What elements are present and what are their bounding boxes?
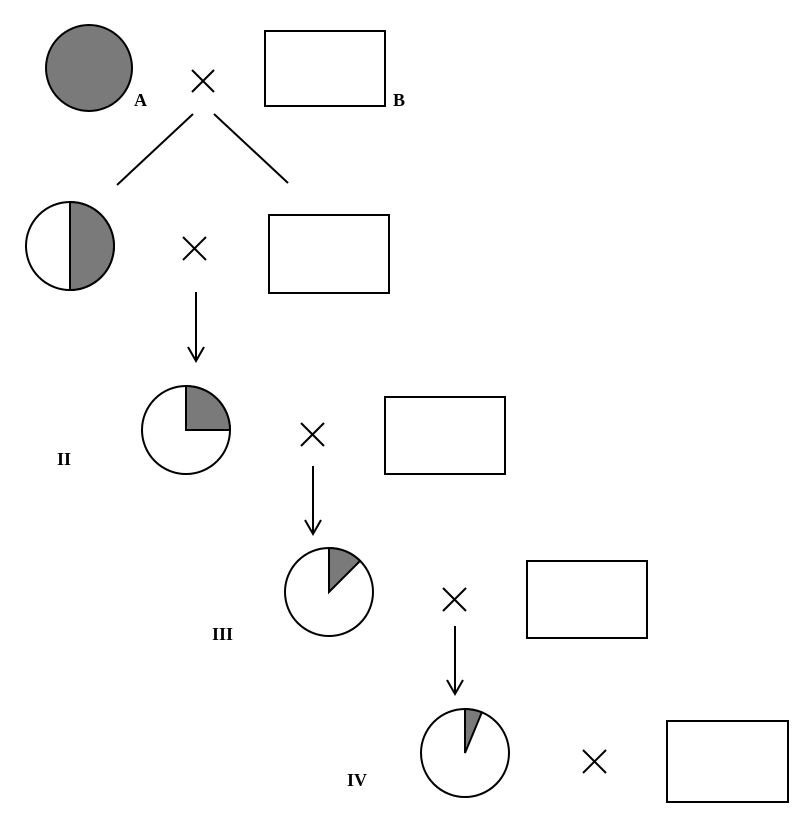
arrow-gen2-to-gen3 xyxy=(304,466,322,537)
arrow-gen1-to-gen2 xyxy=(187,292,205,364)
parent-b-box xyxy=(264,30,386,107)
cross-icon-gen3 xyxy=(442,587,467,612)
gen4-partner-box xyxy=(666,720,789,803)
label-b: B xyxy=(393,90,405,110)
label-a: A xyxy=(134,90,147,110)
gen2-circle xyxy=(141,384,232,475)
label-gen2: II xyxy=(57,449,71,469)
label-gen3: III xyxy=(212,624,233,644)
gen2-partner-box xyxy=(384,396,506,475)
gen1-partner-box xyxy=(268,214,390,294)
cross-icon-gen2 xyxy=(300,422,325,447)
gen3-circle xyxy=(284,546,374,637)
branch-line-right xyxy=(213,113,289,184)
gen1-circle xyxy=(25,200,115,292)
branch-line-left xyxy=(116,113,194,186)
cross-icon-parents xyxy=(191,69,215,93)
parent-a-circle xyxy=(45,24,133,112)
label-gen4: IV xyxy=(347,770,367,790)
gen4-circle xyxy=(420,707,510,798)
gen3-partner-box xyxy=(526,560,648,639)
cross-icon-gen4 xyxy=(582,749,607,774)
cross-icon-gen1 xyxy=(182,236,207,261)
arrow-gen3-to-gen4 xyxy=(446,626,464,697)
